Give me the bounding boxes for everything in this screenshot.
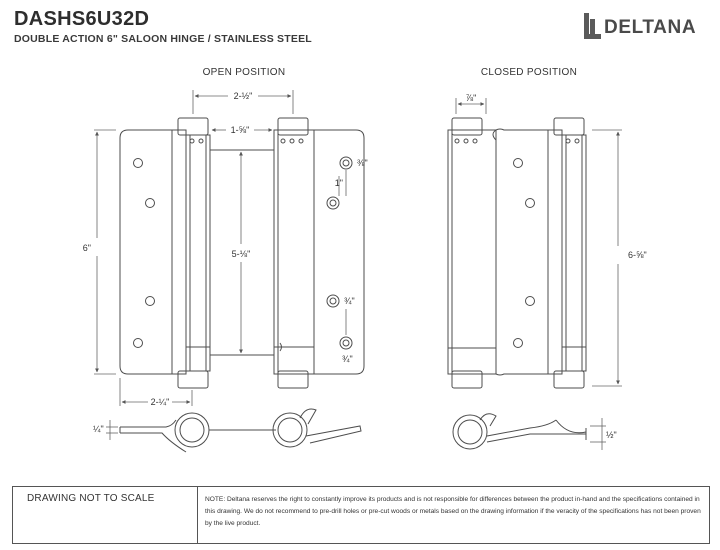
- closed-hinge-elevation: [447, 117, 587, 389]
- closed-plan-view: [452, 413, 587, 450]
- open-hinge-elevation: [119, 117, 365, 389]
- plan-dimensions: [106, 418, 606, 450]
- dim-open-width: 2-¼": [151, 397, 170, 407]
- dim-hole-spacing: 1": [335, 178, 343, 188]
- open-position-title: OPEN POSITION: [203, 67, 286, 78]
- dim-open-height: 6": [83, 243, 91, 253]
- closed-dimensions: [455, 98, 622, 387]
- brand-name: DELTANA: [604, 17, 697, 38]
- dim-closed-height: 6-⅝": [628, 250, 647, 260]
- dim-closed-plan-thickness: ½": [606, 430, 617, 440]
- dim-leaf-inner: 5-⅛": [232, 249, 251, 259]
- closed-position-title: CLOSED POSITION: [481, 67, 577, 78]
- dim-hole-bottom: ¾": [342, 354, 353, 364]
- dim-gap: 1-⅝": [231, 125, 250, 135]
- dim-open-plan-thickness: ¼": [93, 424, 104, 434]
- open-dimensions: [94, 90, 347, 406]
- scale-note: DRAWING NOT TO SCALE: [27, 493, 155, 504]
- model-number: DASHS6U32D: [14, 8, 150, 30]
- dim-hole-mid: ¾": [344, 296, 355, 306]
- dim-hole-top: ⅜": [357, 158, 368, 168]
- product-description: DOUBLE ACTION 6" SALOON HINGE / STAINLES…: [14, 33, 312, 45]
- footer-divider: [197, 487, 198, 543]
- dim-barrel-spacing: 2-½": [234, 91, 253, 101]
- deltana-logo-icon: [584, 13, 601, 39]
- disclaimer-note: NOTE: Deltana reserves the right to cons…: [205, 496, 701, 527]
- hinge-drawing: OPEN POSITION CLOSED POSITION: [83, 67, 647, 453]
- footer-box: DRAWING NOT TO SCALE NOTE: Deltana reser…: [12, 486, 710, 544]
- dim-closed-barrel: ⅞": [466, 93, 477, 103]
- open-plan-view: [119, 408, 362, 453]
